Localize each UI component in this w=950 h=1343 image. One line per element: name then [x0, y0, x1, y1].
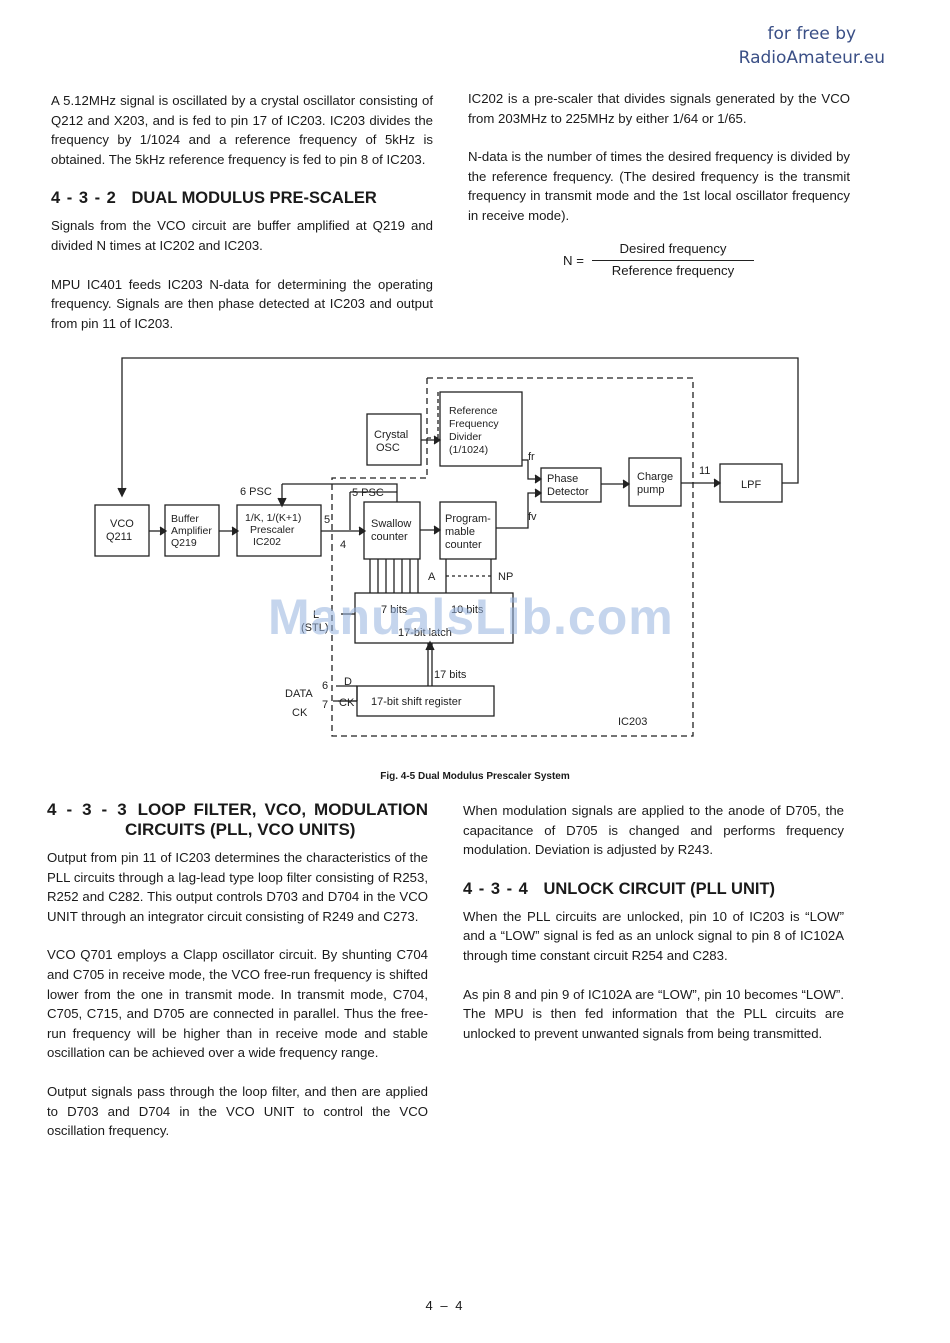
left-top-column: A 5.12MHz signal is oscillated by a crys…: [51, 91, 433, 352]
heading-title: LOOP FILTER, VCO, MODULATION CIRCUITS (P…: [125, 800, 428, 839]
charge-label: pump: [637, 484, 665, 496]
heading-number: 4 - 3 - 2: [51, 189, 117, 208]
5psc-label: 5 PSC: [352, 487, 384, 499]
paragraph: When modulation signals are applied to t…: [463, 803, 844, 858]
paragraph: Output signals pass through the loop fil…: [47, 1083, 428, 1139]
d-label: D: [344, 676, 352, 688]
ic203-label: IC203: [618, 716, 647, 728]
paragraph: VCO Q701 employs a Clapp oscillator circ…: [47, 947, 428, 1061]
prescaler-label: 1/K, 1/(K+1): [245, 512, 301, 524]
charge-label: Charge: [637, 471, 673, 483]
heading-title: DUAL MODULUS PRE-SCALER: [131, 189, 377, 208]
swallow-label: counter: [371, 531, 408, 543]
paragraph: N-data is the number of times the desire…: [468, 149, 850, 223]
phase-detector-block: [540, 467, 602, 503]
heading-number: 4 - 3 - 3: [47, 800, 128, 819]
latch-side-label: L: [313, 609, 319, 621]
formula-numerator: Desired frequency: [592, 239, 754, 262]
heading-title: UNLOCK CIRCUIT (PLL UNIT): [543, 879, 776, 898]
6psc-label: 6 PSC: [240, 486, 272, 498]
a-label: A: [428, 571, 436, 583]
lpf-label: LPF: [741, 479, 761, 491]
np-label: NP: [498, 571, 513, 583]
source-watermark-line1: for free by: [767, 24, 857, 44]
prog-label: mable: [445, 526, 475, 538]
pin4-label: 4: [340, 539, 346, 551]
vco-label: Q211: [106, 531, 132, 543]
buffer-label: Buffer: [171, 513, 199, 525]
pin11-label: 11: [699, 465, 710, 477]
paragraph: MPU IC401 feeds IC203 N-data for determi…: [51, 276, 433, 331]
17bits-label: 17 bits: [434, 669, 467, 681]
figure-caption: Fig. 4-5 Dual Modulus Prescaler System: [380, 771, 570, 782]
formula-lhs: N =: [563, 252, 584, 268]
right-top-column: IC202 is a pre-scaler that divides signa…: [468, 89, 850, 279]
paragraph: IC202 is a pre-scaler that divides signa…: [468, 91, 850, 126]
charge-pump-block: [628, 457, 682, 507]
page-number: 4 – 4: [425, 1298, 465, 1313]
manualslib-watermark: ManualsLib.com: [268, 589, 674, 645]
prescaler-label: IC202: [253, 536, 281, 548]
heading-number: 4 - 3 - 4: [463, 879, 529, 898]
pin7-label: 7: [322, 699, 328, 711]
latch-bits-b: 10 bits: [451, 604, 484, 616]
source-watermark: for free by RadioAmateur.eu: [739, 22, 885, 70]
source-watermark-line2: RadioAmateur.eu: [738, 48, 885, 68]
paragraph: A 5.12MHz signal is oscillated by a crys…: [51, 93, 433, 167]
refdiv-label: Reference: [449, 405, 498, 417]
fv-label: fv: [528, 511, 537, 523]
pin6-label: 6: [322, 680, 328, 692]
refdiv-label: (1/1024): [449, 444, 488, 456]
prescaler-label: Prescaler: [250, 524, 295, 536]
phase-label: Detector: [547, 486, 589, 498]
prog-label: counter: [445, 539, 482, 551]
buffer-label: Amplifier: [171, 525, 212, 537]
reference-divider-block: [439, 391, 523, 467]
refdiv-label: Frequency: [449, 418, 499, 430]
paragraph: Output from pin 11 of IC203 determines t…: [47, 850, 428, 924]
swallow-label: Swallow: [371, 518, 411, 530]
ck-input-label: CK: [292, 707, 308, 719]
latch-side-label: (STL): [301, 622, 329, 634]
data-input-label: DATA: [285, 688, 313, 700]
section-heading-4-3-2: 4 - 3 - 2 DUAL MODULUS PRE-SCALER: [51, 188, 433, 208]
section-heading-4-3-4: 4 - 3 - 4 UNLOCK CIRCUIT (PLL UNIT): [463, 879, 844, 899]
shift-register-label: 17-bit shift register: [371, 696, 462, 708]
fr-label: fr: [528, 451, 535, 463]
crystal-label: Crystal: [374, 429, 408, 441]
refdiv-label: Divider: [449, 431, 482, 443]
latch-bits-a: 7 bits: [381, 604, 408, 616]
paragraph: Signals from the VCO circuit are buffer …: [51, 218, 433, 253]
latch-title: 17-bit latch: [398, 627, 452, 639]
latch-block: [354, 592, 514, 644]
formula-denominator: Reference frequency: [611, 262, 735, 278]
n-formula: N = Desired frequency Reference frequenc…: [468, 239, 850, 279]
pin5-label: 5: [324, 514, 330, 526]
prescaler-block-diagram: VCO Q211 Buffer Amplifier Q219 1/K, 1/(K…: [94, 357, 799, 737]
right-bottom-column: When modulation signals are applied to t…: [463, 801, 844, 1062]
crystal-label: OSC: [376, 442, 400, 454]
prog-label: Program-: [445, 513, 491, 525]
phase-label: Phase: [547, 473, 578, 485]
vco-label: VCO: [110, 518, 134, 530]
paragraph: As pin 8 and pin 9 of IC102A are “LOW”, …: [463, 986, 844, 1041]
ck-pin-label: CK: [339, 697, 355, 709]
buffer-label: Q219: [171, 537, 197, 549]
paragraph: When the PLL circuits are unlocked, pin …: [463, 908, 844, 963]
